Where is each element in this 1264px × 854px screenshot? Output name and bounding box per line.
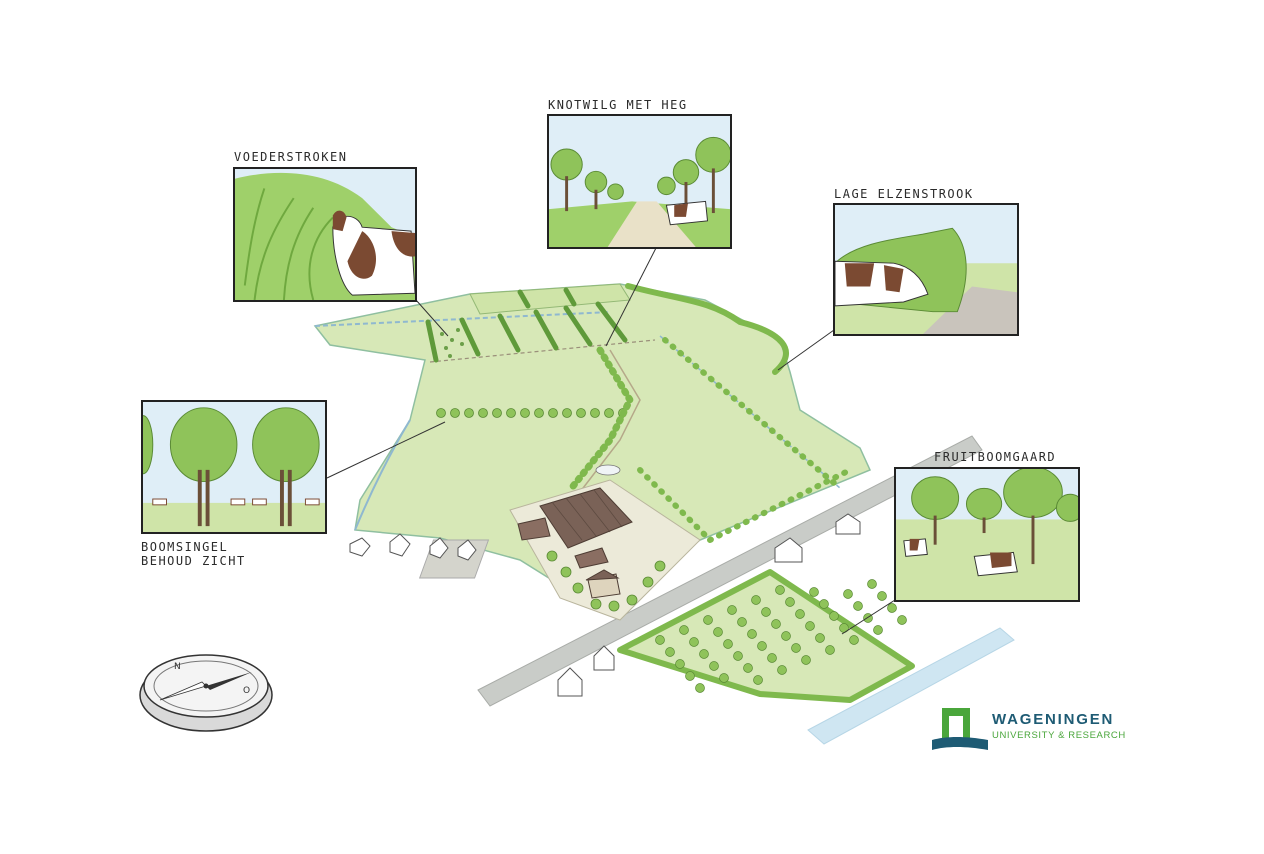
orchard-tree (849, 635, 859, 645)
orchard (617, 569, 915, 703)
wageningen-logo: WAGENINGEN UNIVERSITY & RESEARCH (932, 706, 1142, 752)
cow-icon (665, 200, 709, 226)
orchard-tree (747, 629, 757, 639)
orchard-tree (897, 615, 907, 625)
orchard-tree (719, 673, 729, 683)
logo-title: WAGENINGEN (992, 711, 1115, 728)
orchard-tree (733, 651, 743, 661)
orchard-tree (775, 585, 785, 595)
orchard-tree (781, 631, 791, 641)
cow-icon (835, 260, 929, 307)
label-behoud-zicht: BEHOUD ZICHT (141, 554, 246, 568)
orchard-tree (887, 603, 897, 613)
orchard-tree (689, 637, 699, 647)
orchard-tree (703, 615, 713, 625)
label-boomsingel: BOOMSINGEL (141, 540, 229, 554)
compass-icon: N O (139, 654, 273, 732)
orchard-tree (699, 649, 709, 659)
orchard-tree (709, 661, 719, 671)
orchard-tree (825, 645, 835, 655)
orchard-tree (809, 587, 819, 597)
orchard-tree (757, 641, 767, 651)
label-voederstroken: VOEDERSTROKEN (234, 150, 348, 164)
logo-subtitle: UNIVERSITY & RESEARCH (992, 730, 1126, 741)
orchard-tree (727, 605, 737, 615)
orchard-tree (675, 659, 685, 669)
orchard-tree (655, 635, 665, 645)
label-fruitboomgaard: FRUITBOOMGAARD (934, 450, 1057, 464)
orchard-tree (771, 619, 781, 629)
orchard-tree (829, 611, 839, 621)
inset-lage-elzenstrook (833, 203, 1019, 336)
orchard-tree (665, 647, 675, 657)
orchard-tree (713, 627, 723, 637)
orchard-tree (805, 621, 815, 631)
orchard-tree (867, 579, 877, 589)
wageningen-logo-icon (932, 708, 988, 750)
barn (517, 487, 633, 599)
inset-fruitboomgaard (894, 467, 1080, 602)
orchard-tree (767, 653, 777, 663)
orchard-tree (801, 655, 811, 665)
farm-fields (313, 283, 872, 621)
label-lage-elzenstrook: LAGE ELZENSTROOK (834, 187, 974, 201)
orchard-tree (873, 625, 883, 635)
cow-icon (332, 210, 415, 296)
cow-icon (903, 538, 1018, 577)
label-knotwilg-met-heg: KNOTWILG MET HEG (548, 98, 688, 112)
orchard-tree (761, 607, 771, 617)
orchard-tree (791, 643, 801, 653)
svg-text:N: N (174, 662, 181, 672)
orchard-tree (751, 595, 761, 605)
orchard-tree (815, 633, 825, 643)
road (477, 435, 983, 707)
orchard-tree (785, 597, 795, 607)
inset-knotwilg-met-heg (547, 114, 732, 249)
river (807, 627, 1015, 745)
orchard-tree (743, 663, 753, 673)
orchard-tree (737, 617, 747, 627)
orchard-tree (853, 601, 863, 611)
orchard-tree (795, 609, 805, 619)
orchard-tree (679, 625, 689, 635)
orchard-tree (819, 599, 829, 609)
inset-boomsingel (141, 400, 327, 534)
orchard-tree (685, 671, 695, 681)
orchard-tree (695, 683, 705, 693)
orchard-tree (723, 639, 733, 649)
svg-text:O: O (243, 686, 250, 696)
houses (349, 513, 861, 697)
orchard-tree (777, 665, 787, 675)
orchard-tree (753, 675, 763, 685)
inset-voederstroken (233, 167, 417, 302)
orchard-tree (843, 589, 853, 599)
orchard-tree (877, 591, 887, 601)
